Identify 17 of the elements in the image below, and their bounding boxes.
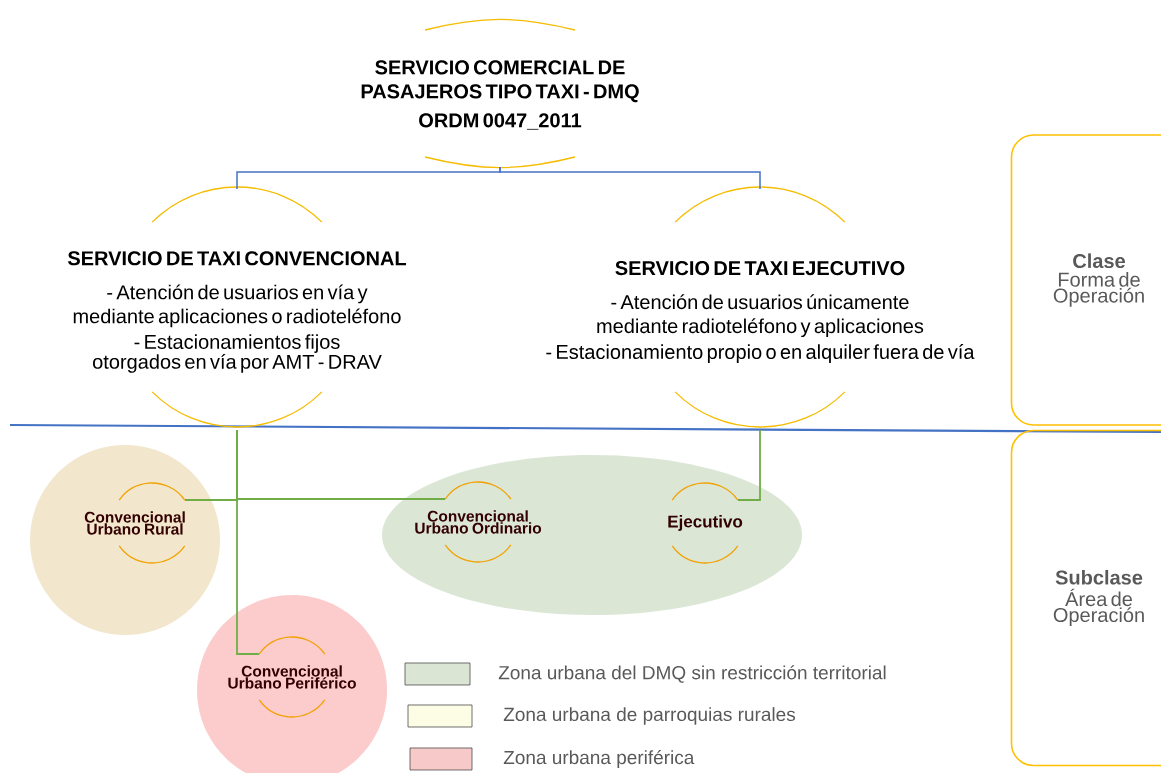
connector-line [499,166,761,190]
legend-text: Zona urbana periférica [503,750,695,768]
connector-line [737,429,761,501]
bracket-node: Convencional Urbano Rural [84,482,186,564]
connector-line [236,429,260,655]
zone-ellipse [382,455,802,615]
category-box: Subclase Área de Operación [1010,429,1161,767]
bracket-node: SERVICIO DE TAXI CONVENCIONAL - Atención de usuarios en vía y mediante aplicaciones o radioteléfono - Estacionamientos fijos otorgados en vía por AMT - DRAV [67,186,406,428]
category-box: Clase Forma de Operación [1010,134,1161,426]
zone-circle [30,445,220,635]
bracket-node: Convencional Urbano Periférico [228,636,356,718]
bracket-node: Convencional Urbano Ordinario [415,481,542,563]
legend-text: Zona urbana de parroquias rurales [503,707,795,725]
legend-text: Zona urbana del DMQ sin restricción territorial [498,665,886,683]
bracket-node: SERVICIO DE TAXI EJECUTIVO - Atención de usuarios únicamente mediante radioteléfono y aplicaciones - Estacionamiento propio o en alquiler fuera de vía [546,186,975,428]
bracket-node: SERVICIO COMERCIAL DE PASAJEROS TIPO TAXI - DMQ ORDM 0047_2011 [361,18,639,169]
bracket-node: Ejecutivo [668,482,743,564]
